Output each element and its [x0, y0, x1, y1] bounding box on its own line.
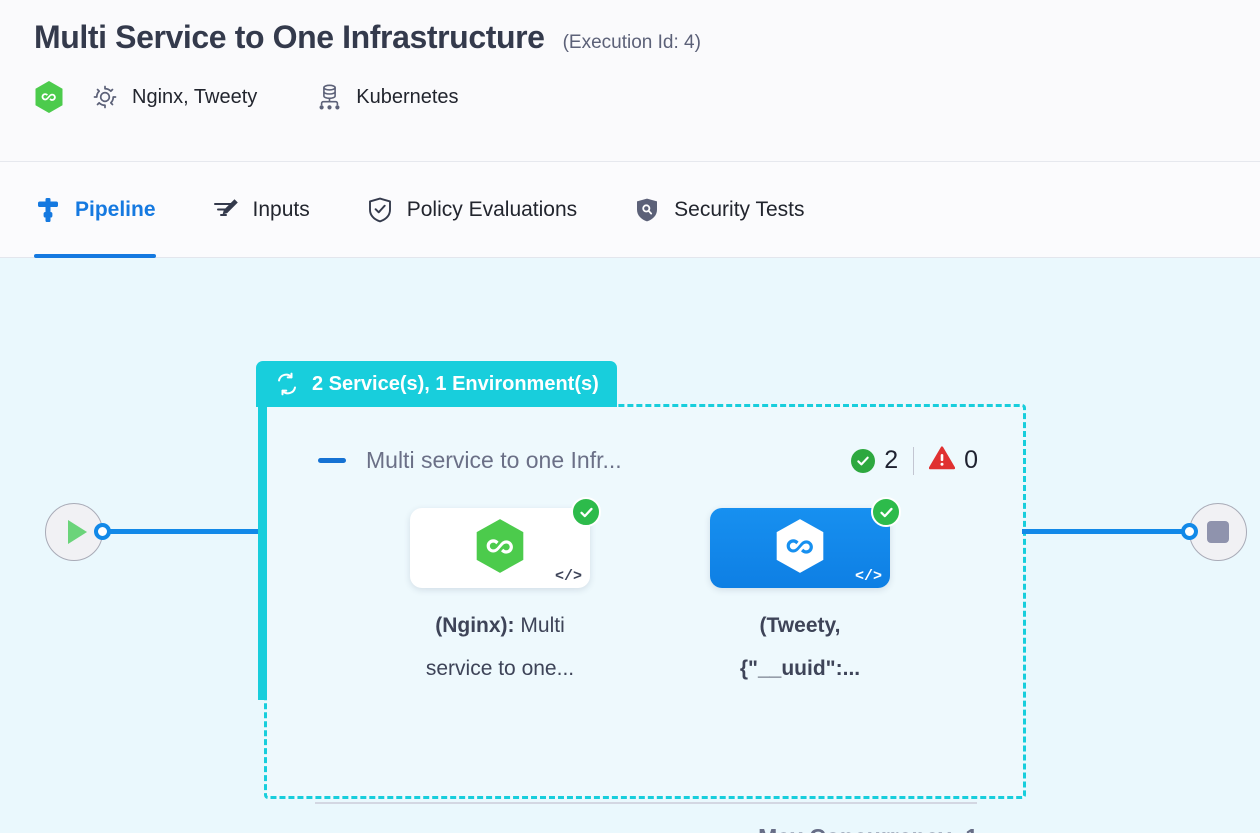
end-node[interactable]: [1189, 503, 1247, 561]
pipeline-canvas[interactable]: 2 Service(s), 1 Environment(s) Multi ser…: [0, 258, 1260, 833]
hexagon-infinity-logo-icon: [474, 517, 526, 580]
group-accent-bar: [258, 404, 267, 700]
tab-policy-evaluations-label: Policy Evaluations: [406, 197, 578, 221]
check-circle-icon: [871, 497, 901, 527]
group-header-label: 2 Service(s), 1 Environment(s): [312, 372, 599, 395]
policy-shield-check-icon: [366, 196, 394, 224]
check-circle-icon: [851, 448, 876, 473]
count-divider: [913, 446, 915, 475]
hexagon-infinity-logo-icon: [34, 80, 64, 114]
service-label-2-bold: (Tweety, {"__uuid":...: [739, 614, 861, 680]
stop-icon: [1207, 521, 1229, 543]
warning-count-item: 0: [928, 446, 978, 475]
service-card-tweety[interactable]: </>: [710, 497, 901, 588]
warning-triangle-icon: [928, 446, 956, 475]
tab-pipeline[interactable]: Pipeline: [34, 162, 184, 258]
kubernetes-cluster-icon: [317, 83, 342, 111]
execution-id: (Execution Id: 4): [562, 32, 701, 53]
group-divider: [315, 802, 977, 804]
success-count-item: 2: [851, 446, 898, 475]
group-status-counts: 2 0: [851, 446, 978, 475]
tab-security-tests[interactable]: Security Tests: [633, 162, 832, 258]
warning-count: 0: [964, 446, 978, 474]
services-list-label: Nginx, Tweety: [132, 85, 258, 108]
edge-start-to-group: [103, 529, 267, 534]
tab-bar: Pipeline Inputs Policy Evaluations: [0, 162, 1260, 258]
service-group-box[interactable]: [264, 404, 1026, 799]
page-title: Multi Service to One Infrastructure: [34, 19, 545, 55]
title-row: Multi Service to One Infrastructure (Exe…: [34, 16, 1260, 58]
loop-repeat-icon: [274, 371, 300, 397]
gear-icon: [92, 84, 118, 110]
security-shield-icon: [633, 196, 661, 224]
group-header-tab[interactable]: 2 Service(s), 1 Environment(s): [256, 361, 617, 407]
tab-inputs-label: Inputs: [252, 197, 310, 221]
code-brackets-icon[interactable]: </>: [554, 568, 582, 585]
check-circle-icon: [571, 497, 601, 527]
group-title: Multi service to one Infr...: [366, 447, 622, 473]
infrastructure-label: Kubernetes: [356, 85, 459, 108]
service-node-1[interactable]: </> (Nginx): Multi service to one...: [410, 497, 601, 690]
service-node-2[interactable]: </> (Tweety, {"__uuid":...: [710, 497, 901, 690]
edge-group-to-end: [1022, 529, 1184, 534]
group-title-row: Multi service to one Infr... 2: [318, 446, 978, 475]
pipeline-icon: [34, 196, 62, 224]
port-start-output[interactable]: [94, 523, 111, 540]
service-label-1-rest: Multi service to one...: [425, 614, 575, 680]
tab-policy-evaluations[interactable]: Policy Evaluations: [366, 162, 605, 258]
service-label-1: (Nginx): Multi service to one...: [410, 604, 590, 690]
play-icon: [67, 520, 87, 544]
service-label-1-bold: (Nginx):: [435, 614, 515, 637]
tab-inputs[interactable]: Inputs: [212, 162, 338, 258]
service-card-nginx[interactable]: </>: [410, 497, 601, 588]
tab-security-tests-label: Security Tests: [674, 197, 805, 221]
header-meta-row: Nginx, Tweety Kubernetes: [34, 80, 1260, 114]
port-end-input[interactable]: [1181, 523, 1198, 540]
max-concurrency-label: Max Concurrency: 1: [318, 824, 978, 833]
tab-pipeline-label: Pipeline: [75, 197, 156, 221]
success-count: 2: [884, 446, 899, 474]
inputs-wand-icon: [212, 196, 240, 224]
hexagon-infinity-logo-icon: [774, 517, 826, 580]
page-header: Multi Service to One Infrastructure (Exe…: [0, 0, 1260, 162]
minus-collapse-icon[interactable]: [318, 458, 346, 463]
code-brackets-icon[interactable]: </>: [854, 568, 882, 585]
start-node[interactable]: [45, 503, 103, 561]
service-label-2: (Tweety, {"__uuid":...: [710, 604, 890, 690]
